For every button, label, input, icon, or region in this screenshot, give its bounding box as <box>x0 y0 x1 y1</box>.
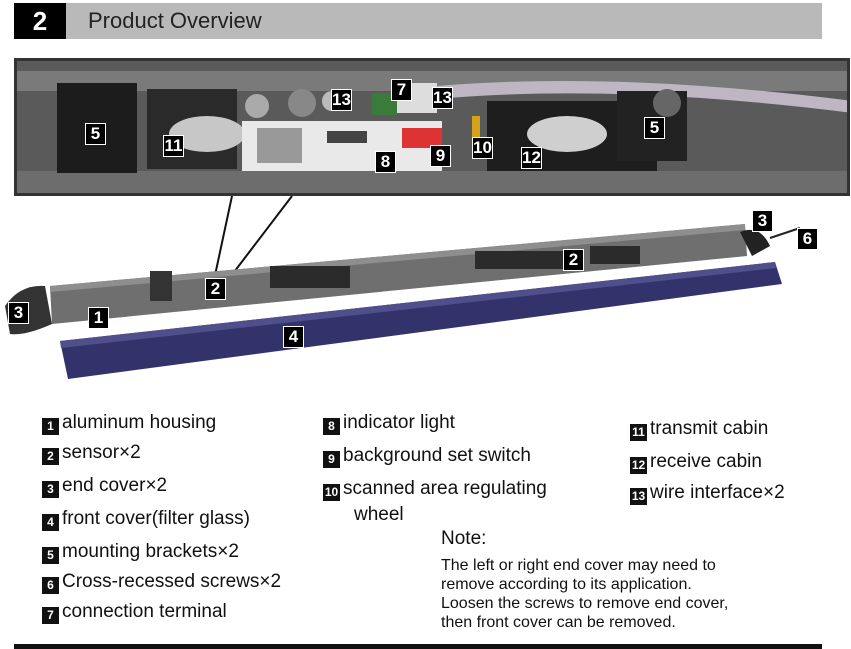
sensor-illustration: 3 1 2 2 4 3 6 <box>0 196 851 396</box>
illus-label: 2 <box>205 278 226 300</box>
section-number: 2 <box>14 3 66 39</box>
photo-label: 12 <box>521 147 542 169</box>
photo-label: 8 <box>375 151 396 173</box>
sensor-closeup-photo: 5 11 13 7 13 8 9 10 12 5 <box>14 58 850 196</box>
illus-label: 2 <box>563 249 584 271</box>
illus-label: 3 <box>752 210 773 232</box>
illus-label: 3 <box>8 302 29 324</box>
legend-item-continuation: wheel <box>354 504 404 525</box>
photo-label: 13 <box>331 89 352 111</box>
footer-rule <box>14 644 822 649</box>
section-title: Product Overview <box>88 8 262 33</box>
note-line: The left or right end cover may need to <box>441 557 716 574</box>
note-text: The left or right end cover may need to … <box>441 556 728 632</box>
note-heading: Note: <box>441 528 487 549</box>
illus-label: 4 <box>283 326 304 348</box>
note-line: then front cover can be removed. <box>441 614 676 631</box>
photo-label: 13 <box>432 87 453 109</box>
illus-label: 1 <box>88 307 109 329</box>
photo-label: 7 <box>391 79 412 101</box>
note-line: Loosen the screws to remove end cover, <box>441 595 729 612</box>
illus-label: 6 <box>797 228 818 250</box>
photo-label: 9 <box>430 145 451 167</box>
section-header: 2 Product Overview <box>14 3 822 39</box>
photo-label: 5 <box>644 117 665 139</box>
note-line: remove according to its application. <box>441 576 692 593</box>
photo-label: 10 <box>472 137 493 159</box>
photo-label: 5 <box>85 123 106 145</box>
photo-label: 11 <box>163 135 184 157</box>
